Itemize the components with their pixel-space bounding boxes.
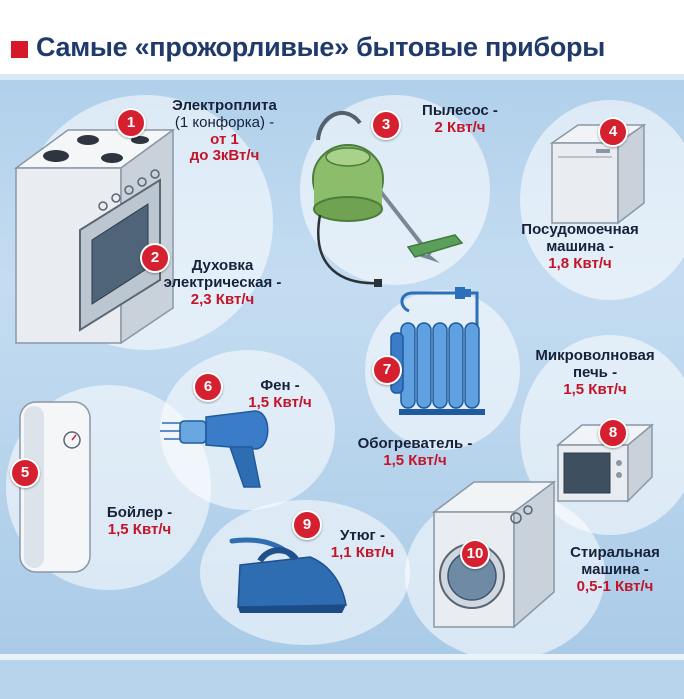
badge-6: 6 [193, 372, 223, 402]
oven-name: Духовка [191, 257, 254, 274]
vacuum-label: Пылесос - 2 Квт/ч [400, 102, 520, 137]
badge-10: 10 [460, 539, 490, 569]
washing-machine-icon [431, 480, 557, 629]
iron-power: 1,1 Квт/ч [330, 543, 395, 561]
hair-dryer-label: Фен - 1,5 Квт/ч [215, 377, 345, 412]
washing-machine-name-2: машина - [581, 560, 649, 578]
oven-label: Духовка электрическая - 2,3 Квт/ч [140, 257, 305, 308]
stove-note: (1 конфорка) - [174, 113, 275, 131]
boiler-label: Бойлер - 1,5 Квт/ч [82, 504, 197, 539]
oven-power: 2,3 Квт/ч [190, 290, 255, 308]
hair-dryer-icon [160, 410, 269, 488]
iron-icon [229, 537, 347, 613]
header: Самые «прожорливые» бытовые приборы [0, 0, 684, 80]
stove-power-from: от 1 [210, 130, 239, 148]
oven-name-2: электрическая - [163, 273, 282, 291]
washing-machine-power: 0,5-1 Квт/ч [576, 577, 654, 595]
microwave-label: Микроволновая печь - 1,5 Квт/ч [515, 347, 675, 398]
badge-7: 7 [372, 355, 402, 385]
stove-icon [13, 128, 176, 345]
dishwasher-power: 1,8 Квт/ч [548, 254, 612, 272]
badge-4: 4 [598, 117, 628, 147]
title-marker [11, 41, 28, 58]
boiler-name: Бойлер - [106, 504, 173, 521]
dishwasher-icon [549, 123, 647, 225]
washing-machine-label: Стиральная машина - 0,5-1 Квт/ч [550, 544, 680, 595]
microwave-icon [555, 423, 655, 503]
dishwasher-name: Посудомоечная [521, 221, 639, 238]
microwave-name: Микроволновая [535, 347, 655, 364]
vacuum-power: 2 Квт/ч [434, 118, 486, 136]
badge-3: 3 [371, 110, 401, 140]
dishwasher-name-2: машина - [546, 237, 614, 255]
poster-title: Самые «прожорливые» бытовые приборы [36, 32, 605, 62]
stove-power-to: до 3кВт/ч [189, 147, 260, 165]
badge-2: 2 [140, 243, 170, 273]
badge-9: 9 [292, 510, 322, 540]
dishwasher-label: Посудомоечная машина - 1,8 Квт/ч [505, 221, 655, 272]
heater-power: 1,5 Квт/ч [383, 451, 447, 469]
vacuum-name: Пылесос - [422, 102, 498, 119]
badge-5: 5 [10, 458, 40, 488]
iron-name: Утюг - [340, 527, 385, 544]
footer-band [0, 654, 684, 699]
heater-name: Обогреватель - [357, 435, 473, 452]
footer-divider [0, 654, 684, 660]
boiler-power: 1,5 Квт/ч [107, 520, 172, 538]
heater-label: Обогреватель - 1,5 Квт/ч [335, 435, 495, 470]
iron-label: Утюг - 1,1 Квт/ч [315, 527, 410, 562]
badge-8: 8 [598, 418, 628, 448]
badge-1: 1 [116, 108, 146, 138]
washing-machine-name: Стиральная [570, 544, 660, 561]
microwave-name-2: печь - [572, 363, 618, 381]
microwave-power: 1,5 Квт/ч [563, 380, 627, 398]
stove-name: Электроплита [172, 97, 277, 114]
oil-heater-icon [390, 287, 485, 415]
hair-dryer-power: 1,5 Квт/ч [248, 393, 312, 411]
stove-label: Электроплита (1 конфорка) - от 1 до 3кВт… [157, 97, 292, 165]
vacuum-cleaner-icon [312, 110, 464, 287]
water-heater-icon [19, 401, 91, 573]
hair-dryer-name: Фен - [260, 377, 300, 394]
